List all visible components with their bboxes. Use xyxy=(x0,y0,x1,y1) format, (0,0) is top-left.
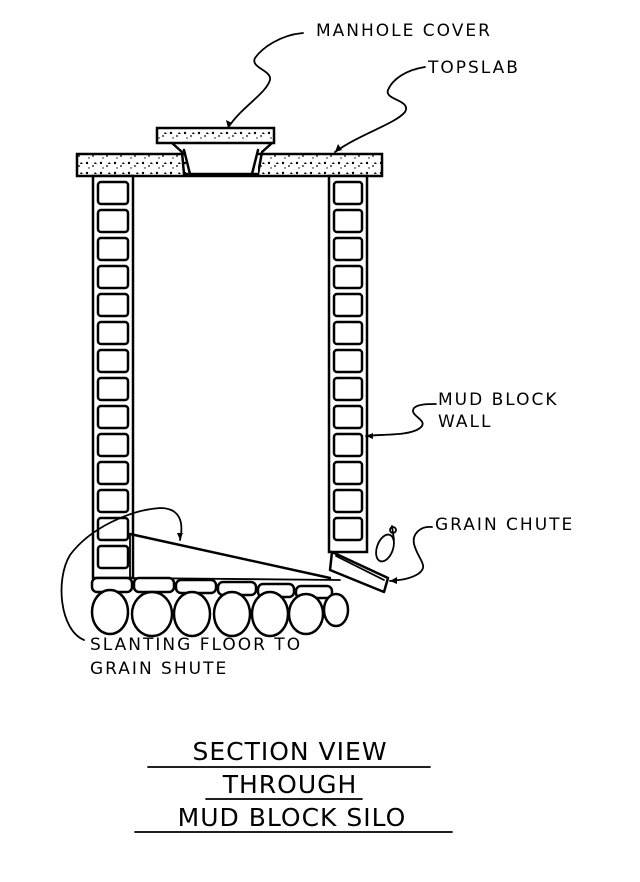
mud-block xyxy=(96,460,130,486)
title-line-1: SECTION VIEW xyxy=(192,737,387,766)
grain-chute xyxy=(328,525,397,594)
mud-block xyxy=(96,404,130,430)
mud-block xyxy=(96,376,130,402)
label-mud-block-wall-line1: MUD BLOCK xyxy=(438,390,559,410)
label-mud-block-wall-line2: WALL xyxy=(438,412,492,432)
manhole-cover xyxy=(155,126,276,145)
diagram-title: SECTION VIEW THROUGH MUD BLOCK SILO xyxy=(134,737,453,833)
mud-block xyxy=(332,264,364,290)
mud-block xyxy=(332,404,364,430)
label-slanting-floor-line2: GRAIN SHUTE xyxy=(90,659,228,679)
title-line-2: THROUGH xyxy=(222,770,358,799)
mud-block xyxy=(332,376,364,402)
mud-block xyxy=(96,488,130,514)
foundation-stone xyxy=(90,588,130,636)
mud-block xyxy=(332,488,364,514)
mud-block xyxy=(332,292,364,318)
mud-block xyxy=(332,516,364,542)
mud-block xyxy=(96,292,130,318)
mud-block xyxy=(96,208,130,234)
mud-block-wall-left xyxy=(91,174,135,580)
foundation-stone xyxy=(287,592,325,636)
mud-block xyxy=(96,320,130,346)
mud-block xyxy=(96,264,130,290)
mud-block xyxy=(96,432,130,458)
foundation-stone xyxy=(322,592,350,628)
label-topslab: TOPSLAB xyxy=(427,58,520,78)
foundation-stone xyxy=(172,590,212,638)
title-line-3: MUD BLOCK SILO xyxy=(178,803,407,832)
foundation-stone xyxy=(212,590,252,638)
label-slanting-floor-line1: SLANTING FLOOR TO xyxy=(90,635,302,655)
foundation-stone xyxy=(130,590,174,638)
mud-block xyxy=(96,544,130,570)
mud-block xyxy=(96,348,130,374)
leader-lines xyxy=(60,32,437,641)
mud-block-wall-right xyxy=(327,174,369,554)
mud-block xyxy=(332,320,364,346)
mud-block xyxy=(332,208,364,234)
mud-block xyxy=(332,432,364,458)
stone-foundation xyxy=(90,588,350,638)
manhole-opening xyxy=(170,141,274,176)
mud-block xyxy=(332,460,364,486)
mud-block xyxy=(96,180,130,206)
mud-block xyxy=(332,236,364,262)
mud-block xyxy=(332,348,364,374)
foundation-stone xyxy=(250,590,290,638)
slanting-floor xyxy=(128,532,341,581)
mud-block xyxy=(96,236,130,262)
label-manhole-cover: MANHOLE COVER xyxy=(316,21,492,41)
label-grain-chute: GRAIN CHUTE xyxy=(435,515,574,535)
mud-block xyxy=(332,180,364,206)
floor-base-blocks xyxy=(90,576,334,600)
